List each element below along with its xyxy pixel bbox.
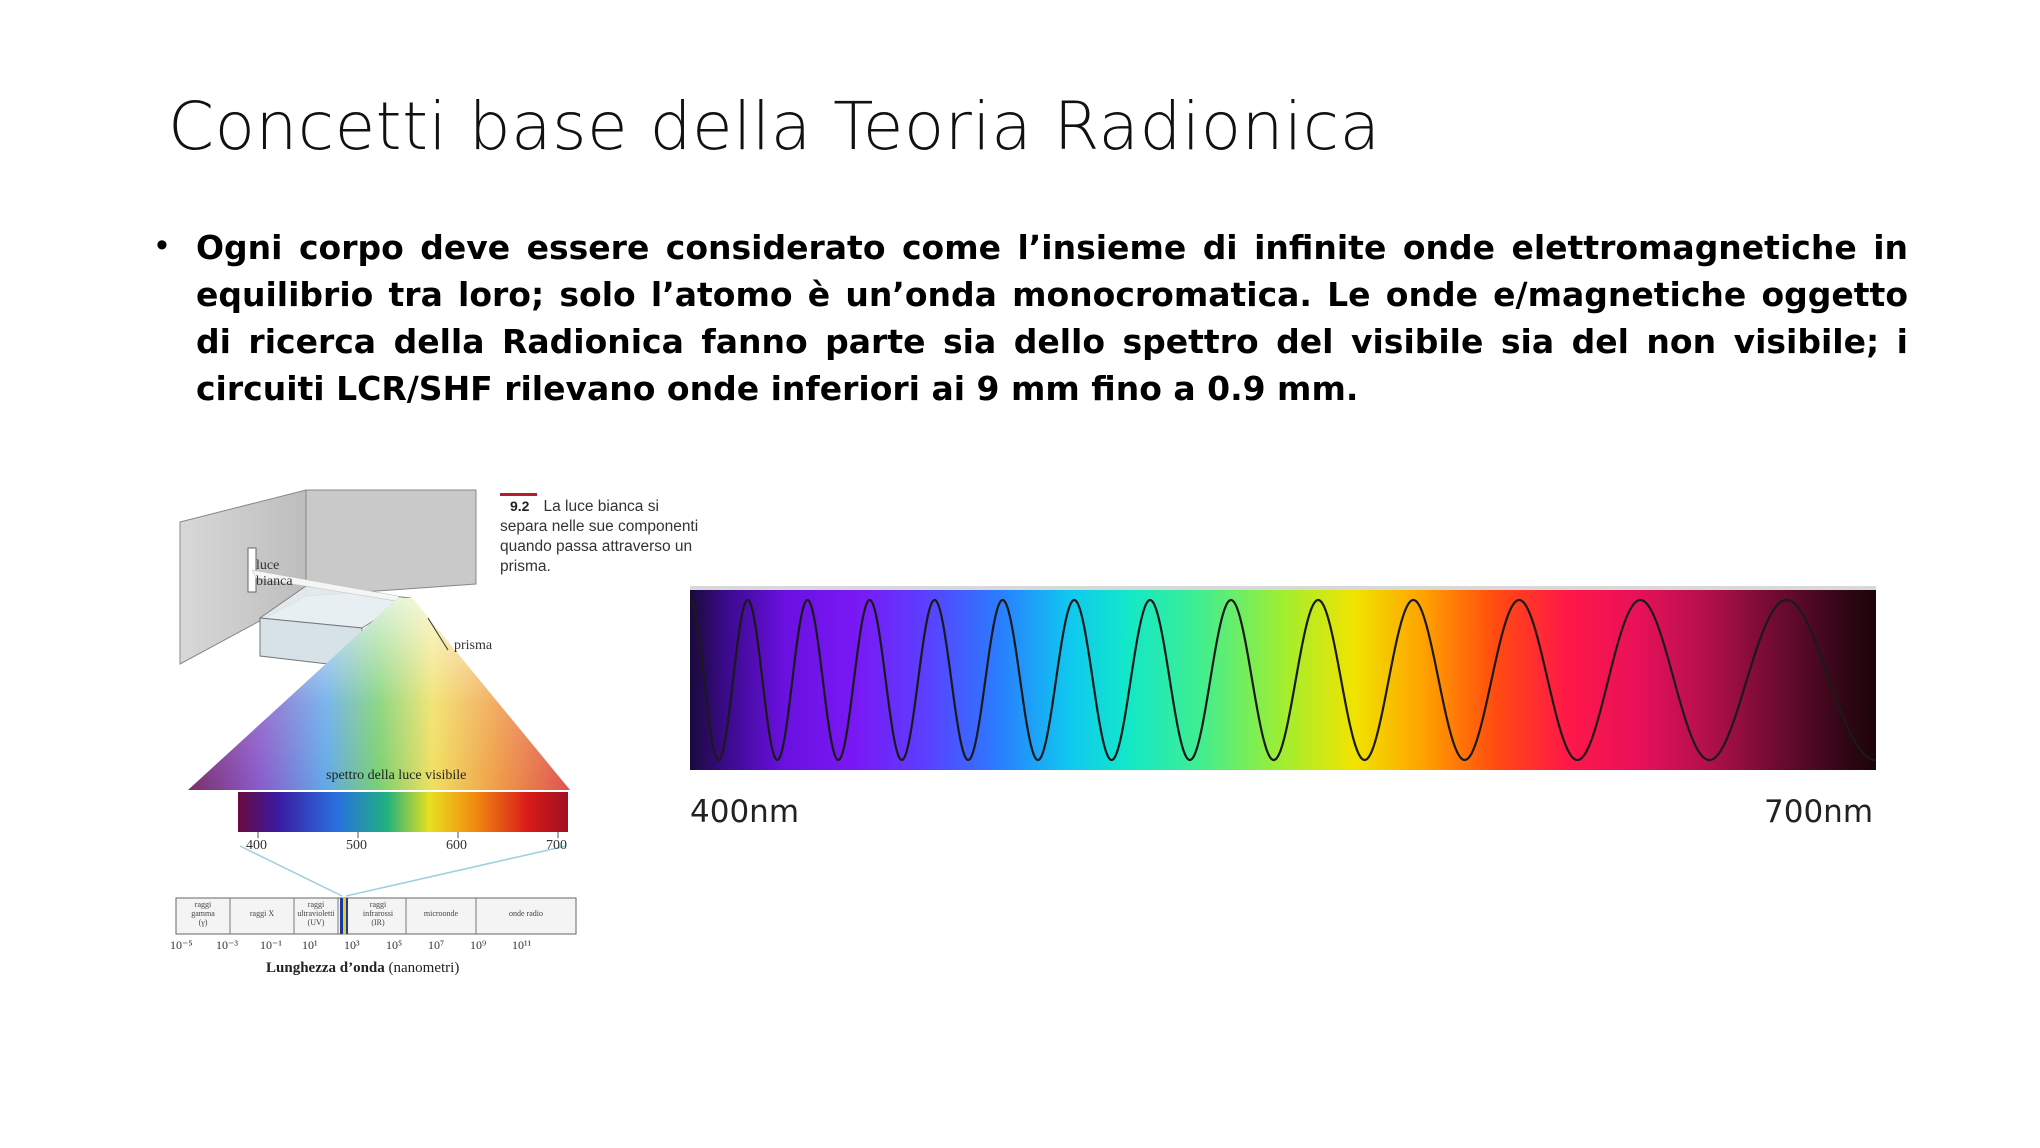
figure-number: 9.2 (500, 493, 538, 516)
visible-spectrum-label: spettro della luce visibile (326, 768, 467, 783)
em-band-line: raggi (369, 900, 387, 909)
bullet-point-marker: • (156, 226, 168, 264)
em-tick-label: 10⁻³ (216, 938, 238, 952)
em-band-line: (UV) (307, 918, 325, 927)
em-band-radio: onde radio (476, 909, 576, 918)
em-band-line: raggi (307, 900, 325, 909)
em-band-line: gamma (191, 909, 215, 918)
em-band-line: raggi (194, 900, 212, 909)
em-tick-label: 10⁹ (470, 938, 487, 952)
em-band-line: (IR) (371, 918, 385, 927)
em-band-gamma: raggi gamma (γ) (176, 900, 230, 927)
em-band-line: onde radio (509, 909, 543, 918)
wavelength-axis-label-unit: (nanometri) (388, 960, 460, 976)
white-light-label-line1: luce (256, 558, 280, 573)
sine-wave-overlay (690, 598, 1876, 762)
wavelength-700nm-label: 700nm (1764, 794, 1874, 830)
prism-label: prisma (454, 638, 493, 653)
em-tick-label: 10⁷ (428, 938, 445, 952)
em-band-line: raggi X (249, 909, 275, 918)
em-tick-label: 10¹¹ (512, 938, 532, 952)
white-light-label-line2: bianca (256, 574, 293, 589)
bullet-paragraph: Ogni corpo deve essere considerato come … (196, 228, 1908, 408)
em-tick-label: 10³ (344, 938, 360, 952)
visible-tick-label: 600 (446, 838, 467, 853)
em-band-microwave: microonde (406, 909, 476, 918)
em-band-xray: raggi X (230, 909, 294, 918)
wavelength-axis-label-bold: Lunghezza d’onda (266, 960, 385, 976)
visible-tick-label: 700 (546, 838, 567, 853)
em-band-uv: raggi ultravioletti (UV) (294, 900, 338, 927)
em-band-line: ultravioletti (297, 909, 335, 918)
slide-title: Concetti base della Teoria Radionica (168, 88, 1381, 165)
sine-wave-path (690, 598, 1876, 762)
em-band-line: infrarossi (362, 909, 394, 918)
visible-spectrum-wave-figure (690, 586, 1876, 770)
em-band-line: (γ) (198, 918, 208, 927)
em-tick-label: 10¹ (302, 938, 318, 952)
prism-diagram-illustration (175, 489, 577, 935)
wavelength-400nm-label: 400nm (690, 794, 800, 830)
em-tick-label: 10⁵ (386, 938, 403, 952)
figure-caption-text: La luce bianca si separa nelle sue compo… (500, 498, 699, 575)
em-tick-label: 10⁻¹ (260, 938, 282, 952)
visible-tick-label: 500 (346, 838, 367, 853)
em-tick-label: 10⁻⁵ (170, 938, 193, 952)
white-light-label: luce bianca (256, 558, 293, 590)
wavelength-axis-label: Lunghezza d’onda (nanometri) (266, 960, 459, 977)
em-band-ir: raggi infrarossi (IR) (350, 900, 406, 927)
em-band-line: microonde (423, 909, 459, 918)
visible-tick-label: 400 (246, 838, 267, 853)
